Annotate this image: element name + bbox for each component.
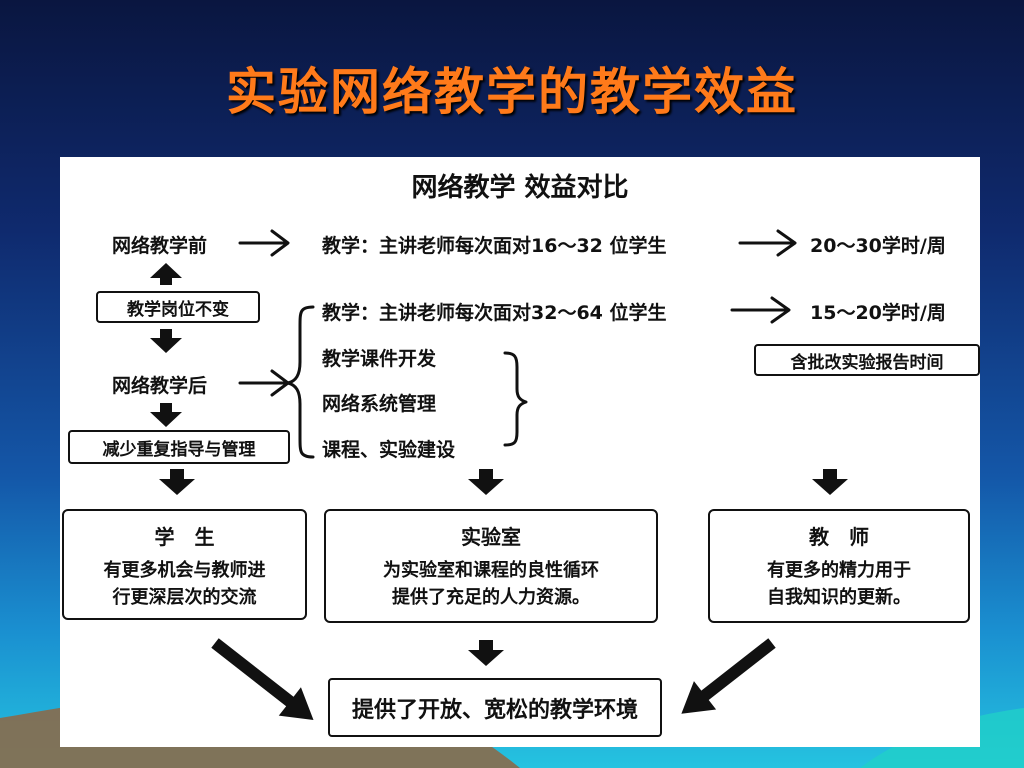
card-body: 为实验室和课程的良性循环 提供了充足的人力资源。 xyxy=(326,557,656,611)
slide-title: 实验网络教学的教学效益 xyxy=(226,62,798,121)
arrow-down-icon xyxy=(812,469,848,495)
arrow-down-icon xyxy=(150,403,182,427)
diagram-heading: 网络教学 效益对比 xyxy=(411,173,629,203)
arrow-right-icon xyxy=(238,369,290,397)
arrow-diagonal-icon xyxy=(681,638,776,714)
before-label: 网络教学前 xyxy=(112,235,208,257)
arrow-down-icon xyxy=(159,469,195,495)
unchanged-box: 教学岗位不变 xyxy=(96,291,260,323)
arrow-diagonal-icon xyxy=(211,638,314,720)
card-body: 有更多机会与教师进 行更深层次的交流 xyxy=(64,557,305,611)
card-line: 自我知识的更新。 xyxy=(767,587,911,608)
card-students: 学 生 有更多机会与教师进 行更深层次的交流 xyxy=(62,509,307,620)
task-item: 网络系统管理 xyxy=(322,393,437,415)
arrow-down-icon xyxy=(468,640,504,666)
result-box: 提供了开放、宽松的教学环境 xyxy=(328,678,662,737)
card-title: 实验室 xyxy=(461,525,521,549)
card-line: 有更多的精力用于 xyxy=(767,560,911,581)
before-teaching-text: 教学：主讲老师每次面对16～32 位学生 xyxy=(322,235,667,257)
card-line: 有更多机会与教师进 xyxy=(103,560,266,581)
task-item: 教学课件开发 xyxy=(322,348,437,370)
after-teaching-text: 教学：主讲老师每次面对32～64 位学生 xyxy=(322,302,667,324)
card-title: 教 师 xyxy=(809,525,869,549)
card-line: 为实验室和课程的良性循环 xyxy=(383,560,599,581)
arrow-down-icon xyxy=(468,469,504,495)
card-lab: 实验室 为实验室和课程的良性循环 提供了充足的人力资源。 xyxy=(324,509,658,623)
arrow-down-icon xyxy=(150,329,182,353)
right-brace-icon xyxy=(503,351,528,447)
arrow-right-icon xyxy=(738,229,797,257)
after-label: 网络教学后 xyxy=(112,375,208,397)
card-teachers: 教 师 有更多的精力用于 自我知识的更新。 xyxy=(708,509,970,623)
after-hours-text: 15～20学时/周 xyxy=(810,302,946,324)
diagram-panel: 网络教学 效益对比 网络教学前 教学：主讲老师每次面对16～32 位学生 20～… xyxy=(60,157,980,747)
before-hours-text: 20～30学时/周 xyxy=(810,235,946,257)
card-body: 有更多的精力用于 自我知识的更新。 xyxy=(710,557,968,611)
arrow-right-icon xyxy=(730,296,791,324)
arrow-right-icon xyxy=(238,229,290,257)
arrows-layer xyxy=(150,229,848,720)
hours-note-box: 含批改实验报告时间 xyxy=(754,344,980,376)
reduce-box: 减少重复指导与管理 xyxy=(68,430,290,464)
arrow-up-icon xyxy=(150,263,182,285)
left-brace-icon xyxy=(286,305,315,459)
task-item: 课程、实验建设 xyxy=(322,439,456,461)
card-line: 行更深层次的交流 xyxy=(112,587,257,608)
card-line: 提供了充足的人力资源。 xyxy=(392,587,590,608)
card-title: 学 生 xyxy=(154,525,215,549)
